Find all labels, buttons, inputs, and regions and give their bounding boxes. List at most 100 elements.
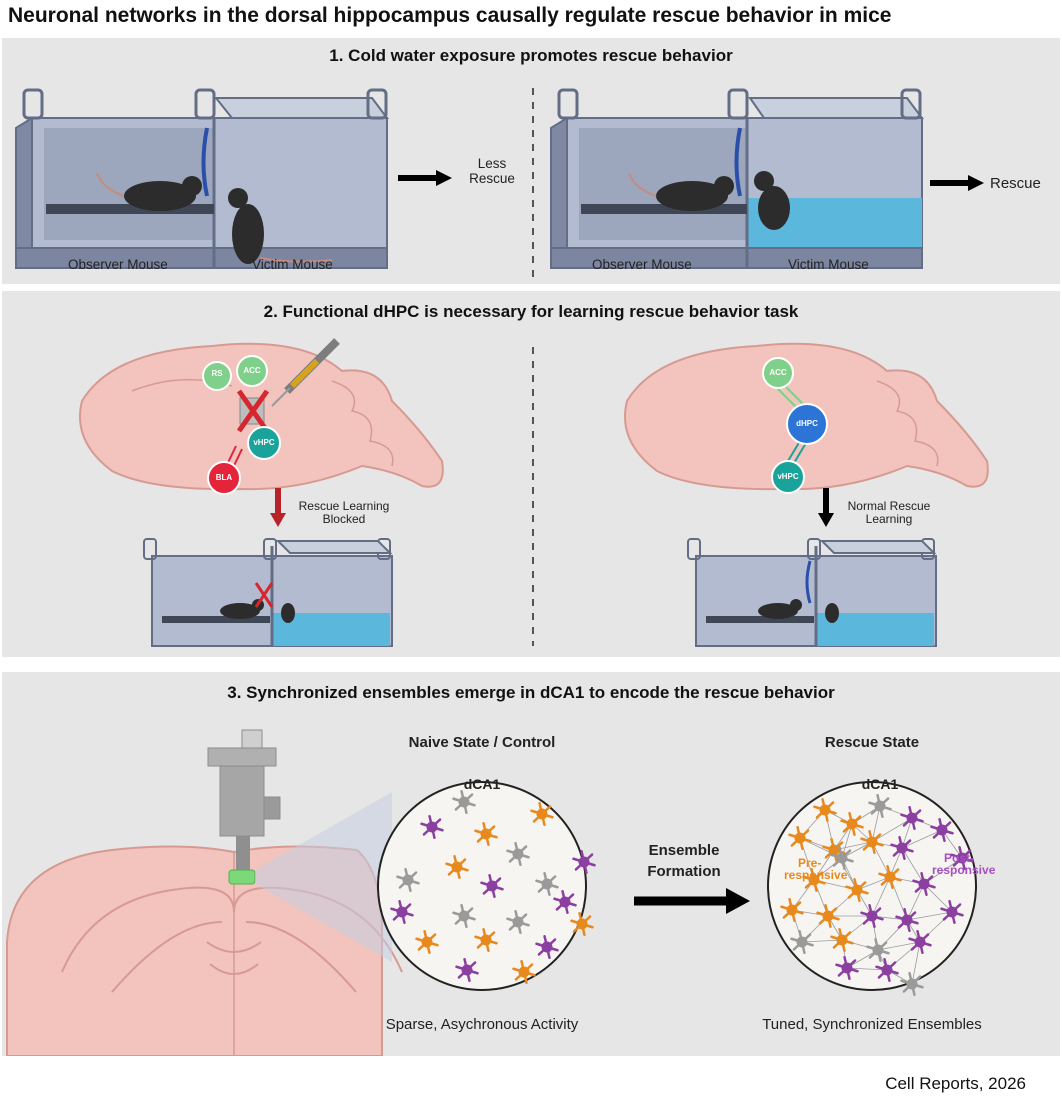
rescue-neuron (845, 878, 869, 902)
victim-mouse-left (228, 188, 333, 264)
ensemble-link (801, 939, 843, 943)
rescue-neuron (950, 846, 974, 870)
panel-cold-water: 1. Cold water exposure promotes rescue b… (2, 38, 1060, 284)
naive-neuron (530, 802, 554, 826)
pre-line1: Pre- (798, 856, 822, 870)
vhpc-node-right (771, 460, 805, 494)
naive-neuron (474, 822, 498, 846)
less-rescue-line2: Rescue (469, 171, 515, 186)
rescue-neuron (930, 818, 954, 842)
rescue-neuron (788, 826, 812, 850)
ensemble-link (901, 847, 925, 885)
naive-neuron (506, 842, 530, 866)
acc-node-label-right: ACC (769, 368, 787, 377)
rescue-neuron (813, 798, 837, 822)
naive-neuron (396, 868, 420, 892)
rescue-neuron (866, 938, 890, 962)
bla-node-label: BLA (215, 473, 233, 482)
naive-neuron (480, 874, 504, 898)
naive-neuron (506, 910, 530, 934)
rescue-neuron (908, 930, 932, 954)
naive-neuron (445, 855, 469, 879)
panel-ensembles: 3. Synchronized ensembles emerge in dCA1… (2, 672, 1060, 1056)
figure-title: Neuronal networks in the dorsal hippocam… (8, 4, 892, 27)
ensemble-formation-label: Ensemble Formation (634, 840, 734, 882)
apparatus-blocked (143, 538, 393, 647)
naive-neuron (535, 872, 559, 896)
vhpc-node-left (247, 426, 281, 460)
blocked-line2: Blocked (322, 512, 366, 526)
vhpc-node-label-left: vHPC (253, 438, 275, 447)
rescue-neuron (900, 972, 924, 996)
ensemble-link (846, 967, 888, 971)
naive-neuron (570, 912, 594, 936)
naive-neuron (415, 930, 439, 954)
normal-line1: Normal Rescue (847, 499, 931, 513)
normal-label: Normal Rescue Learning (834, 500, 944, 526)
rescue-neuron (878, 865, 902, 889)
blocked-line1: Rescue Learning (298, 499, 390, 513)
less-rescue-label: Less Rescue (457, 156, 527, 186)
naive-neuron (390, 900, 414, 924)
rescue-dca1-label: dCA1 (861, 776, 899, 792)
rescue-label: Rescue (990, 175, 1041, 192)
naive-neuron (452, 904, 476, 928)
naive-neuron (420, 815, 444, 839)
rescue-neuron (840, 812, 864, 836)
miniscope (207, 729, 392, 962)
observer-mouse-left (96, 172, 202, 211)
naive-neurons (390, 790, 596, 984)
citation: Cell Reports, 2026 (885, 1074, 1026, 1093)
naive-neuron (452, 790, 476, 814)
panel1-illustration (15, 88, 984, 278)
rescue-neuron (780, 898, 804, 922)
observer-label-left: Observer Mouse (68, 257, 168, 272)
ensemble-link (841, 841, 873, 859)
rescue-neuron (830, 928, 854, 952)
naive-neuron (572, 850, 596, 874)
rescue-neuron (875, 958, 899, 982)
ensemble-link (856, 876, 891, 891)
rescue-neuron (860, 830, 884, 854)
arrow-normal (818, 488, 834, 527)
pre-responsive-label: Pre- responsive (784, 857, 847, 881)
ensemble-line2: Formation (647, 863, 721, 880)
blocked-label: Rescue Learning Blocked (284, 500, 404, 526)
rescue-neuron (900, 806, 924, 830)
ensemble-link (841, 857, 858, 891)
ensemble-link (871, 841, 891, 878)
rescue-apparatus-left (15, 88, 389, 269)
ensemble-link (871, 876, 891, 917)
ensemble-link (923, 883, 953, 913)
rescue-neurons (780, 794, 974, 996)
victim-label-right: Victim Mouse (788, 257, 869, 272)
rs-node-label: RS (211, 369, 223, 378)
naive-heading: Naive State / Control (408, 734, 556, 751)
rescue-neuron (816, 904, 840, 928)
ensemble-line1: Ensemble (648, 842, 720, 859)
post-responsive-label: Post- responsive (932, 852, 995, 876)
naive-dca1-label: dCA1 (463, 776, 501, 792)
naive-neuron (474, 928, 498, 952)
rescue-neuron (868, 794, 892, 818)
rescue-neuron (802, 868, 826, 892)
rescue-neuron (790, 930, 814, 954)
panel2-title: 2. Functional dHPC is necessary for lear… (263, 302, 799, 321)
arrow-blocked (270, 488, 286, 527)
panel-dhpc: 2. Functional dHPC is necessary for lear… (2, 291, 1060, 657)
observer-mouse-right (628, 172, 734, 211)
panel3-title: 3. Synchronized ensembles emerge in dCA1… (227, 683, 835, 702)
rescue-heading: Rescue State (824, 734, 920, 751)
rescue-neuron (830, 846, 854, 870)
rs-node (202, 361, 232, 391)
ensemble-link (901, 829, 943, 849)
rescue-neuron (890, 836, 914, 860)
victim-label-left: Victim Mouse (252, 257, 333, 272)
naive-caption: Sparse, Asychronous Activity (385, 1016, 579, 1033)
less-rescue-line1: Less (477, 156, 507, 171)
syringe (271, 338, 340, 407)
normal-line2: Learning (865, 512, 913, 526)
rescue-neuron (912, 872, 936, 896)
block-x-left (236, 389, 270, 433)
apparatus-normal (687, 538, 937, 647)
